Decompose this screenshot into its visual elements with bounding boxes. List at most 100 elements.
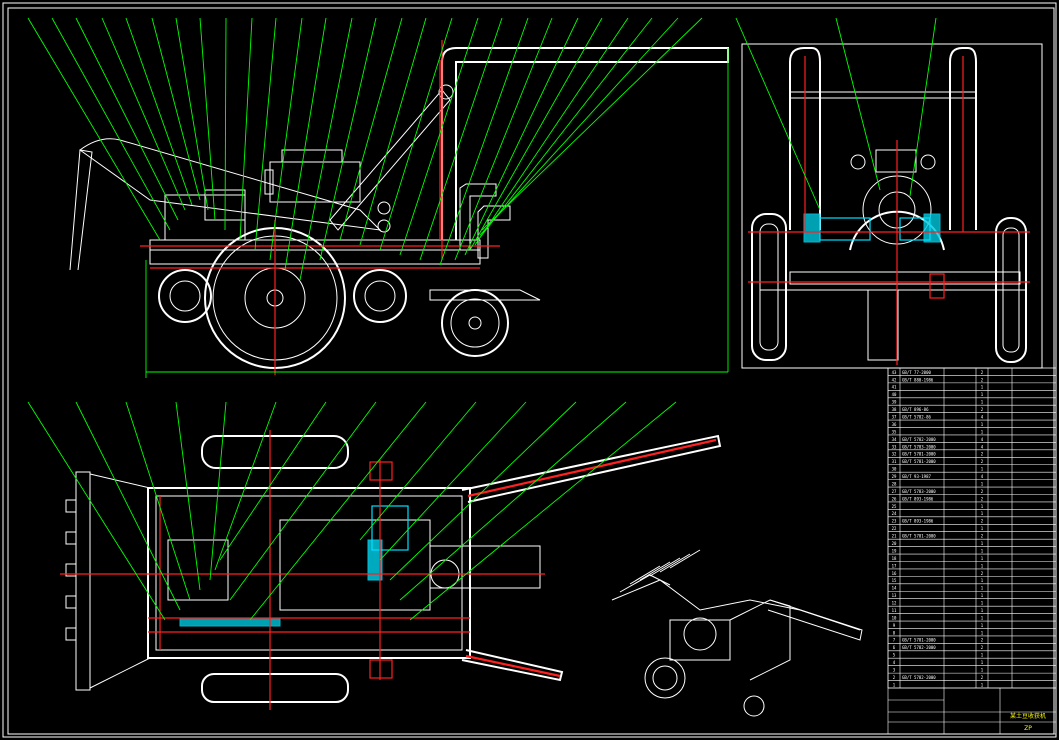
isometric-view [611, 549, 863, 717]
parts-list-cell-qty: 2 [981, 370, 984, 375]
parts-list-cell-qty: 4 [981, 444, 984, 449]
parts-list-cell-qty: 1 [981, 548, 984, 553]
parts-list-cell-std: GB/T 896-86 [902, 407, 929, 412]
parts-list-cell-no: 31 [892, 459, 897, 464]
plan-view [60, 430, 722, 710]
parts-list-cell-qty: 4 [981, 414, 984, 419]
parts-list-cell-qty: 1 [981, 429, 984, 434]
parts-list-cell-std: GB/T 893-1986 [902, 519, 934, 524]
parts-list-cell-std: GB/T 5783-2000 [902, 444, 936, 449]
parts-list-cell-std: GB/T 5782-2000 [902, 437, 936, 442]
parts-list-cell-std: GB/T 893-1986 [902, 496, 934, 501]
parts-list-cell-qty: 1 [981, 526, 984, 531]
parts-list-cell-qty: 4 [981, 437, 984, 442]
parts-list-cell-no: 39 [892, 400, 897, 405]
parts-list-cell-qty: 2 [981, 534, 984, 539]
parts-list-cell-qty: 1 [981, 660, 984, 665]
parts-list-cell-no: 6 [893, 645, 896, 650]
parts-list-cell-no: 1 [893, 682, 896, 687]
parts-list-cell-no: 18 [892, 556, 897, 561]
parts-list-cell-no: 5 [893, 653, 896, 658]
parts-list-cell-qty: 1 [981, 578, 984, 583]
end-view [735, 17, 1043, 369]
parts-list-cell-qty: 1 [981, 392, 984, 397]
parts-list-cell-qty: 1 [981, 615, 984, 620]
parts-list-cell-no: 28 [892, 481, 897, 486]
drawing-title: 某土豆收获机 [1010, 712, 1046, 720]
plan-view-leader-lines [27, 401, 677, 621]
parts-list-cell-no: 43 [892, 370, 897, 375]
side-elevation-view [69, 40, 729, 378]
parts-list-cell-qty: 1 [981, 385, 984, 390]
parts-list-cell-no: 14 [892, 586, 897, 591]
parts-list-cell-no: 27 [892, 489, 897, 494]
parts-list-cell-no: 12 [892, 601, 897, 606]
parts-list-cell-no: 38 [892, 407, 897, 412]
parts-list-cell-qty: 1 [981, 504, 984, 509]
parts-list-cell-qty: 1 [981, 563, 984, 568]
parts-list-cell-no: 33 [892, 444, 897, 449]
parts-list-cell-std: GB/T 5782-86 [902, 414, 931, 419]
parts-list-cell-no: 42 [892, 377, 897, 382]
parts-list-cell-no: 4 [893, 660, 896, 665]
parts-list-cell-no: 41 [892, 385, 897, 390]
parts-list-cell-no: 11 [892, 608, 897, 613]
parts-list-cell-qty: 2 [981, 377, 984, 382]
parts-list-cell-no: 10 [892, 615, 897, 620]
drawing-code: ZP [1024, 725, 1032, 732]
parts-list-cell-qty: 2 [981, 496, 984, 501]
parts-list-cell-qty: 1 [981, 630, 984, 635]
parts-list-cell-qty: 2 [981, 675, 984, 680]
parts-list-cell-qty: 1 [981, 608, 984, 613]
parts-list-cell-std: GB/T 5782-2000 [902, 645, 936, 650]
parts-list-cell-no: 20 [892, 541, 897, 546]
parts-list-cell-std: GB/T 77-2000 [902, 370, 931, 375]
parts-list-cell-no: 36 [892, 422, 897, 427]
parts-list-cell-no: 24 [892, 511, 897, 516]
parts-list-cell-qty: 1 [981, 593, 984, 598]
parts-list-cell-no: 29 [892, 474, 897, 479]
parts-list-cell-no: 22 [892, 526, 897, 531]
parts-list-cell-qty: 1 [981, 541, 984, 546]
parts-list-cell-qty: 2 [981, 452, 984, 457]
parts-list-cell-no: 16 [892, 571, 897, 576]
parts-list-cell-no: 9 [893, 623, 896, 628]
parts-list-cell-no: 2 [893, 675, 896, 680]
parts-list-cell-qty: 1 [981, 623, 984, 628]
parts-list-cell-qty: 1 [981, 481, 984, 486]
parts-list-cell-qty: 2 [981, 645, 984, 650]
parts-list-cell-qty: 2 [981, 407, 984, 412]
parts-list-cell-qty: 1 [981, 682, 984, 687]
parts-list-cell-qty: 1 [981, 653, 984, 658]
inner-border [7, 7, 1055, 735]
parts-list-cell-no: 19 [892, 548, 897, 553]
parts-list-cell-no: 34 [892, 437, 897, 442]
parts-list-cell-std: GB/T 5781-2000 [902, 534, 936, 539]
side-view-leader-lines [27, 17, 703, 281]
parts-list-cell-std: GB/T 5781-2000 [902, 452, 936, 457]
title-block: 某土豆收获机 ZP [887, 687, 1057, 735]
parts-list-cell-std: GB/T 5781-2000 [902, 459, 936, 464]
parts-list-cell-no: 3 [893, 668, 896, 673]
parts-list-cell-no: 7 [893, 638, 896, 643]
parts-list-cell-no: 37 [892, 414, 897, 419]
parts-list-cell-no: 21 [892, 534, 897, 539]
parts-list-cell-no: 40 [892, 392, 897, 397]
parts-list-cell-qty: 1 [981, 467, 984, 472]
parts-list-cell-qty: 1 [981, 511, 984, 516]
parts-list-cell-std: GB/T 93-1987 [902, 474, 931, 479]
parts-list-cell-no: 8 [893, 630, 896, 635]
parts-list-cell-qty: 1 [981, 586, 984, 591]
parts-list-cell-qty: 2 [981, 489, 984, 494]
parts-list-cell-qty: 2 [981, 638, 984, 643]
parts-list-cell-qty: 1 [981, 668, 984, 673]
parts-list-cell-std: GB/T 880-1986 [902, 377, 934, 382]
parts-list-cell-no: 15 [892, 578, 897, 583]
parts-list-cell-qty: 1 [981, 556, 984, 561]
parts-list-cell-qty: 2 [981, 519, 984, 524]
parts-list-cell-no: 25 [892, 504, 897, 509]
parts-list-cell-no: 32 [892, 452, 897, 457]
parts-list-cell-no: 23 [892, 519, 897, 524]
parts-list-cell-std: GB/T 5781-2000 [902, 638, 936, 643]
